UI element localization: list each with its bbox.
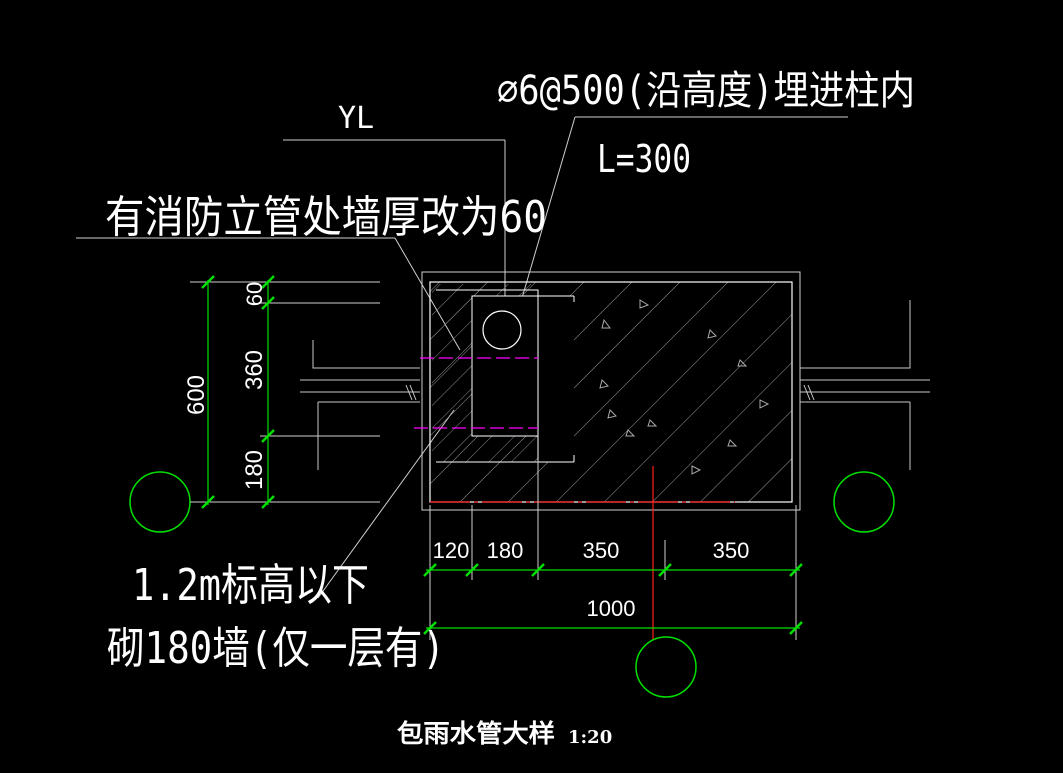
label-wall-note: 有消防立管处墙厚改为60 <box>105 192 547 243</box>
wall-left <box>300 340 420 470</box>
dim-h-120: 120 <box>433 538 470 563</box>
axis-lines <box>430 466 735 640</box>
horizontal-dimensions <box>423 460 803 640</box>
dim-h-350-a: 350 <box>583 538 620 563</box>
dim-h-180: 180 <box>487 538 524 563</box>
pipe-enclosure <box>432 284 575 463</box>
hidden-lines <box>414 357 538 429</box>
rain-pipe-icon <box>482 310 522 350</box>
label-yl: YL <box>338 101 374 136</box>
drawing-title: 包雨水管大样 <box>397 719 555 748</box>
label-below-line1: 1.2m标高以下 <box>132 560 369 611</box>
aggregate-marks <box>599 299 770 475</box>
axis-bubble-left <box>129 471 191 533</box>
dim-h-350-b: 350 <box>713 538 750 563</box>
axis-bubble-right <box>833 471 895 533</box>
label-rebar: ⌀6@500(沿高度)埋进柱内 <box>497 68 915 114</box>
leader-lines <box>76 116 848 599</box>
dim-vertical-top: 60 <box>242 282 267 306</box>
dim-h-total: 1000 <box>587 596 636 621</box>
dim-vertical-bottom: 180 <box>241 450 268 490</box>
dim-vertical-total: 600 <box>183 375 210 415</box>
label-length: L=300 <box>597 137 691 181</box>
label-below-line2: 砌180墙(仅一层有) <box>107 623 445 674</box>
vertical-dimensions <box>190 275 380 509</box>
drawing-scale: 1:20 <box>568 727 612 748</box>
axis-bubble-bottom <box>635 636 697 698</box>
dim-vertical-middle: 360 <box>241 350 268 390</box>
wall-right <box>800 300 930 470</box>
